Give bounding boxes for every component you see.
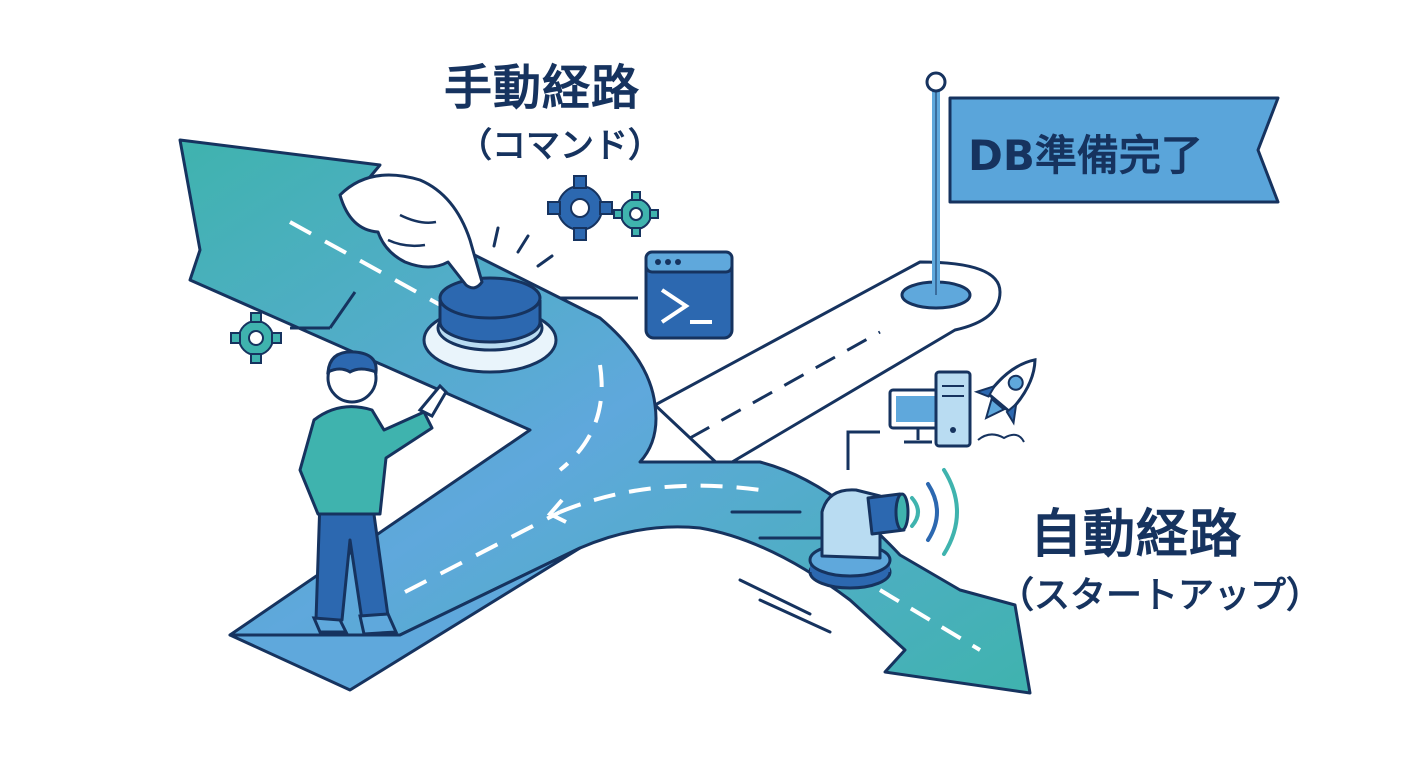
press-effect xyxy=(492,226,554,268)
gear-icon xyxy=(547,175,613,241)
wireless-signal-icon xyxy=(910,468,959,556)
auto-route-title: 自動経路 xyxy=(1030,505,1243,565)
server-tower-icon xyxy=(934,370,972,448)
desktop-computer-icon xyxy=(888,388,948,444)
terminal-icon xyxy=(560,250,734,340)
pointing-hand-icon xyxy=(338,173,484,290)
push-button-icon xyxy=(422,276,558,374)
gear-icon xyxy=(230,312,282,364)
robot-icon xyxy=(808,488,910,590)
person-icon xyxy=(298,350,448,636)
rocket-icon xyxy=(973,357,1037,426)
flag-icon xyxy=(900,71,1280,310)
motion-lines xyxy=(730,510,832,634)
manual-route-title: 手動経路 xyxy=(444,60,641,116)
goal-road xyxy=(653,260,1002,470)
gear-icon xyxy=(613,191,659,237)
db-ready-flag-label: DB準備完了 xyxy=(968,131,1203,180)
manual-route-subtitle: （コマンド） xyxy=(458,126,662,166)
auto-route-subtitle: （スタートアップ） xyxy=(998,575,1323,616)
